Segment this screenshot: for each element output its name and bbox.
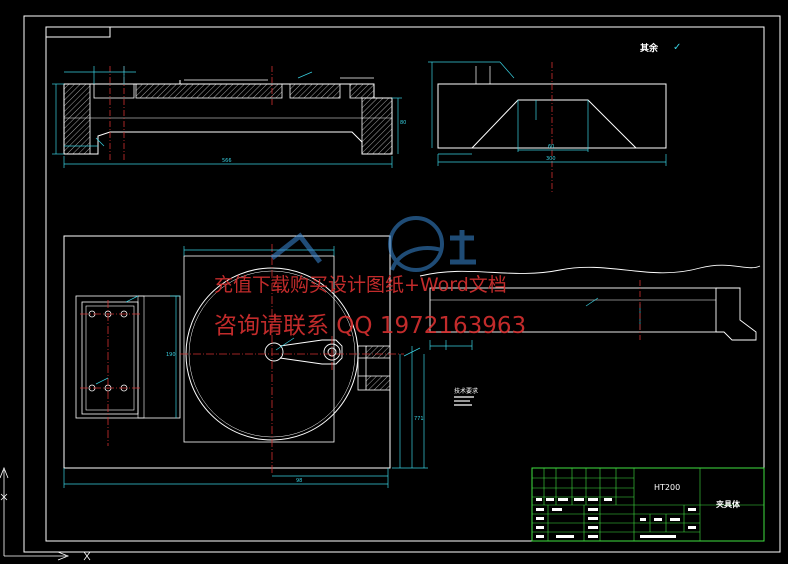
front-section-view (52, 66, 402, 168)
dim-plan-left-height: 190 (166, 352, 176, 358)
dim-plan-right: 771 (414, 416, 424, 422)
part-name-label: 夹具体 (716, 499, 741, 509)
dim-front-height: 80 (400, 120, 406, 126)
technical-requirements-title: 技术要求 (454, 387, 478, 395)
dim-side-mid: 60 (548, 144, 554, 150)
watermark-logo (270, 216, 476, 272)
outer-frame (23, 15, 781, 553)
material-label: HT200 (654, 483, 680, 492)
corner-label-box (45, 26, 111, 38)
dim-front-overall: 566 (222, 158, 232, 164)
dim-side-overall: 300 (546, 156, 556, 162)
dim-plan-bottom: 98 (296, 478, 302, 484)
side-view (428, 61, 667, 192)
plan-view: 技术要求 (63, 235, 478, 488)
roughness-note: 其余 (640, 42, 659, 54)
inner-frame (45, 26, 765, 542)
ucs-icon (0, 466, 91, 561)
broken-detail-view (419, 264, 761, 350)
watermark-line-2: 咨询请联系 QQ 1972163963 (214, 313, 527, 339)
roughness-symbol: ✓ (673, 42, 681, 53)
title-block: HT200 夹具体 (531, 467, 765, 542)
watermark-line-1: 充值下载购买设计图纸+Word文档 (214, 274, 507, 296)
